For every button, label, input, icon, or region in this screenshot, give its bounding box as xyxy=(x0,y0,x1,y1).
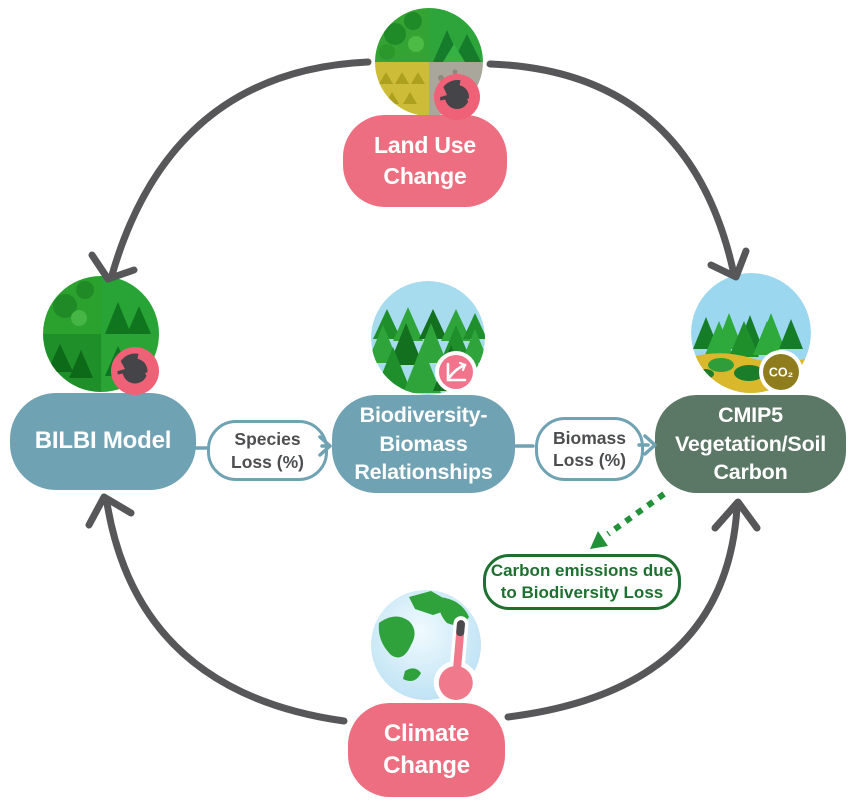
carbon-emissions-pill: Carbon emissions due to Biodiversity Los… xyxy=(483,554,681,610)
bilbi-forest-globe-icon xyxy=(43,276,159,392)
node-bilbi-model: BILBI Model xyxy=(10,393,196,490)
cmip5-label-line1: CMIP5 xyxy=(718,402,783,427)
thermometer-glyph xyxy=(433,616,478,705)
cmip5-label-line2: Vegetation/Soil xyxy=(674,431,827,456)
land-use-change-label-line2: Change xyxy=(383,163,467,189)
land-use-change-label-line1: Land Use xyxy=(374,132,476,159)
carbon-emissions-line2: to Biodiversity Loss xyxy=(500,583,664,602)
biodiversity-biomass-label-line3: Relationships xyxy=(354,460,493,485)
node-land-use-change: Land Use Change xyxy=(343,115,507,207)
bilbi-model-label: BILBI Model xyxy=(34,427,172,455)
species-loss-pill: Species Loss (%) xyxy=(207,420,328,481)
cmip5-label-line3: Carbon xyxy=(713,460,788,485)
biodiversity-biomass-label-line1: Biodiversity- xyxy=(359,402,488,427)
biomass-loss-line2: Loss (%) xyxy=(553,450,626,470)
arrowhead-carbon-emissions xyxy=(590,531,608,549)
arrowhead-to-bilbi-bottom xyxy=(85,493,135,529)
node-cmip5-vegetation-soil-carbon: CMIP5 Vegetation/Soil Carbon xyxy=(655,395,846,493)
species-loss-line1: Species xyxy=(234,429,301,450)
arc-landuse-to-bilbi xyxy=(108,58,372,279)
arc-climate-to-cmip5 xyxy=(504,504,741,721)
biomass-loss-line1: Biomass xyxy=(553,427,626,448)
bilbi-cycle-icon xyxy=(111,347,159,395)
arrowhead-to-cmip5-bottom xyxy=(711,498,761,532)
node-climate-change: Climate Change xyxy=(348,703,505,797)
biodiversity-biomass-label-line2: Biomass xyxy=(379,431,468,456)
arc-landuse-to-cmip5 xyxy=(486,60,737,274)
co2-label: CO₂ xyxy=(769,366,793,380)
climate-change-label-line1: Climate xyxy=(383,719,470,747)
earth-thermometer-icon xyxy=(371,590,481,705)
biomass-loss-pill: Biomass Loss (%) xyxy=(535,417,644,481)
curve-chart-icon xyxy=(435,351,477,393)
land-use-cycle-icon xyxy=(434,74,480,120)
climate-change-label-line2: Change xyxy=(383,752,470,779)
arc-climate-to-bilbi xyxy=(103,499,348,725)
co2-icon: CO₂ xyxy=(759,350,803,394)
carbon-emissions-line1: Carbon emissions due xyxy=(490,560,674,580)
species-loss-line2: Loss (%) xyxy=(231,451,304,472)
node-biodiversity-biomass: Biodiversity- Biomass Relationships xyxy=(332,395,515,493)
dotted-arrow-carbon-emissions xyxy=(606,491,666,537)
